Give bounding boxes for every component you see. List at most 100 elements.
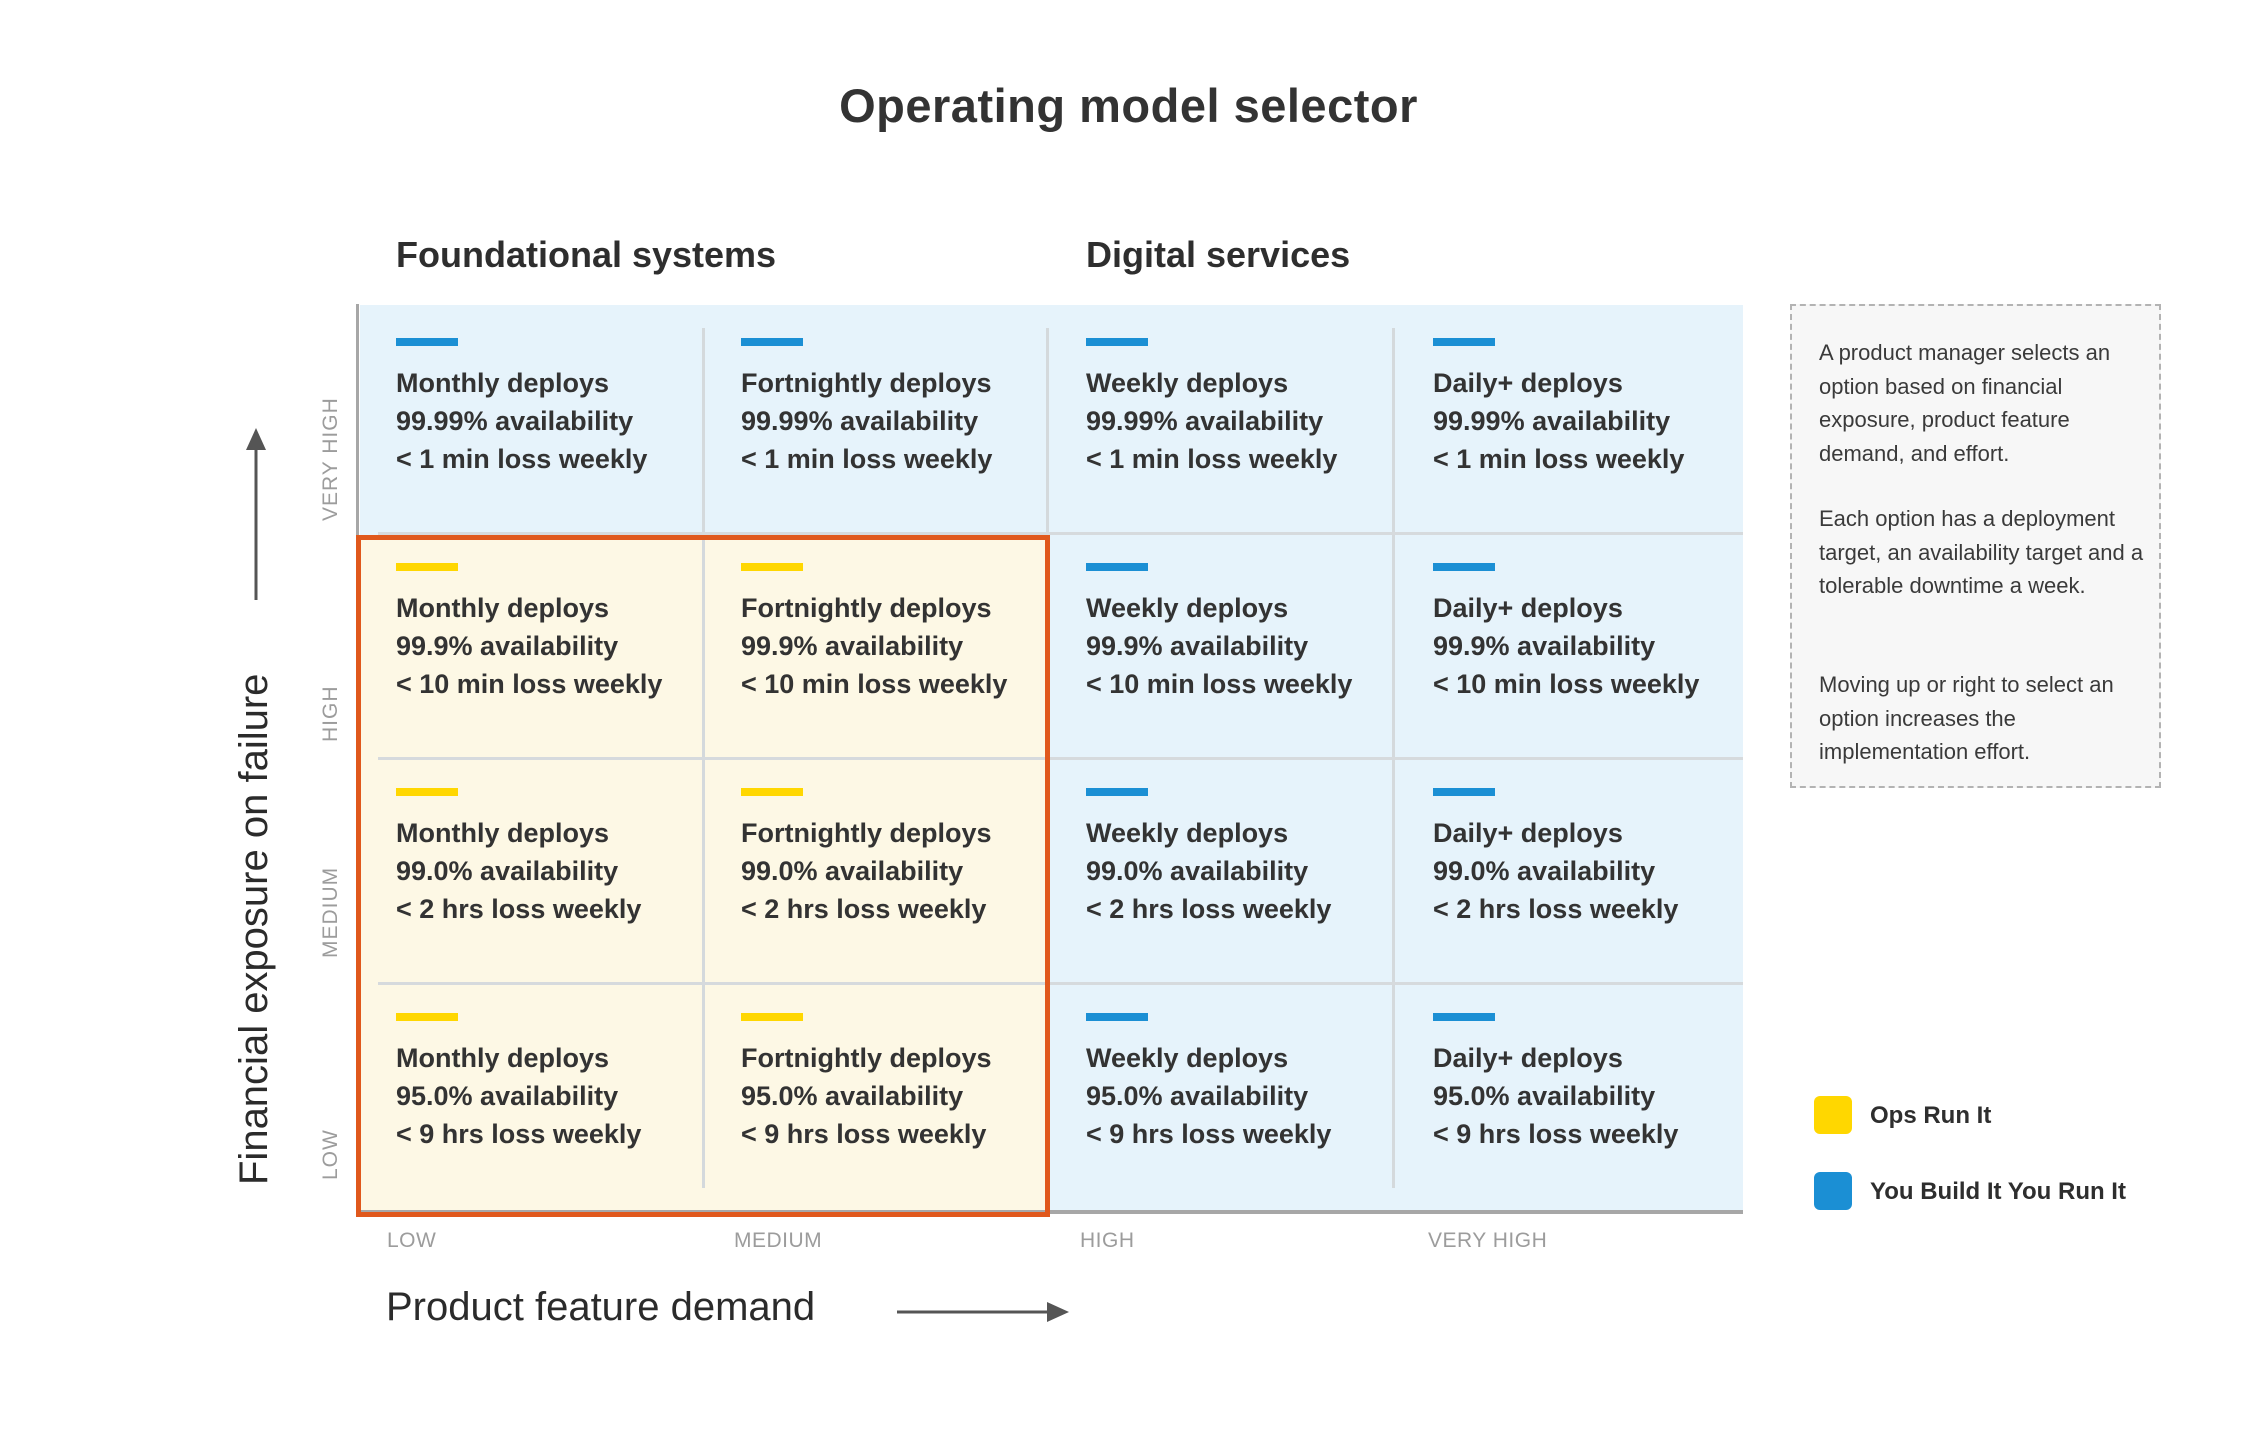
deploy-frequency: Fortnightly deploys bbox=[741, 818, 992, 848]
availability-target: 99.99% availability bbox=[741, 406, 979, 436]
operating-model-marker bbox=[396, 563, 458, 571]
operating-model-marker bbox=[1433, 788, 1495, 796]
deploy-frequency: Daily+ deploys bbox=[1433, 368, 1623, 398]
option-cell[interactable]: Daily+ deploys 99.9% availability < 10 min… bbox=[1433, 563, 1763, 763]
selection-highlight bbox=[356, 535, 1050, 1217]
operating-model-marker bbox=[741, 1013, 803, 1021]
y-level-label: MEDIUM bbox=[319, 866, 342, 958]
x-level-label: LOW bbox=[387, 1229, 437, 1252]
note-paragraph: Moving up or right to select an option i… bbox=[1819, 672, 2114, 764]
operating-model-marker bbox=[741, 788, 803, 796]
explanation-note: A product manager selects an option base… bbox=[1790, 304, 2161, 788]
availability-target: 99.9% availability bbox=[396, 631, 619, 661]
option-cell[interactable]: Fortnightly deploys 95.0% availability < 9… bbox=[741, 1013, 1071, 1213]
y-level-label: VERY HIGH bbox=[319, 397, 342, 521]
x-level-label: HIGH bbox=[1080, 1229, 1135, 1252]
weekly-loss: < 9 hrs loss weekly bbox=[396, 1119, 642, 1149]
weekly-loss: < 10 min loss weekly bbox=[1433, 669, 1700, 699]
option-cell[interactable]: Daily+ deploys 99.99% availability < 1 min… bbox=[1433, 338, 1763, 538]
availability-target: 95.0% availability bbox=[1086, 1081, 1309, 1111]
operating-model-marker bbox=[1433, 338, 1495, 346]
availability-target: 95.0% availability bbox=[396, 1081, 619, 1111]
legend-label-ops-run-it: Ops Run It bbox=[1870, 1102, 1992, 1129]
operating-model-marker bbox=[1086, 1013, 1148, 1021]
deploy-frequency: Fortnightly deploys bbox=[741, 368, 992, 398]
weekly-loss: < 10 min loss weekly bbox=[396, 669, 663, 699]
legend-swatch-ops-run-it bbox=[1814, 1096, 1852, 1134]
operating-model-marker bbox=[396, 788, 458, 796]
x-level-label: MEDIUM bbox=[734, 1229, 823, 1252]
legend-swatch-you-build-it bbox=[1814, 1172, 1852, 1210]
y-level-label: HIGH bbox=[319, 685, 342, 743]
weekly-loss: < 9 hrs loss weekly bbox=[1433, 1119, 1679, 1149]
operating-model-marker bbox=[741, 563, 803, 571]
weekly-loss: < 9 hrs loss weekly bbox=[741, 1119, 987, 1149]
option-cell[interactable]: Weekly deploys 99.0% availability < 2 hrs … bbox=[1086, 788, 1416, 988]
option-cell[interactable]: Daily+ deploys 95.0% availability < 9 hrs … bbox=[1433, 1013, 1763, 1213]
group-heading-foundational: Foundational systems bbox=[396, 234, 777, 275]
availability-target: 99.0% availability bbox=[396, 856, 619, 886]
y-level-label: LOW bbox=[319, 1129, 342, 1180]
x-axis-title: Product feature demand bbox=[386, 1285, 816, 1329]
y-axis-arrow-icon bbox=[246, 428, 266, 600]
option-cell[interactable]: Monthly deploys 95.0% availability < 9 hrs… bbox=[396, 1013, 726, 1213]
weekly-loss: < 10 min loss weekly bbox=[1086, 669, 1353, 699]
grid-divider bbox=[378, 532, 1743, 535]
weekly-loss: < 2 hrs loss weekly bbox=[1086, 894, 1332, 924]
deploy-frequency: Monthly deploys bbox=[396, 1043, 610, 1073]
option-cell[interactable]: Fortnightly deploys 99.99% availability < … bbox=[741, 338, 1071, 538]
weekly-loss: < 9 hrs loss weekly bbox=[1086, 1119, 1332, 1149]
option-cell[interactable]: Monthly deploys 99.99% availability < 1 mi… bbox=[396, 338, 726, 538]
operating-model-marker bbox=[396, 1013, 458, 1021]
option-cell[interactable]: Fortnightly deploys 99.0% availability < 2… bbox=[741, 788, 1071, 988]
option-cell[interactable]: Monthly deploys 99.9% availability < 10 mi… bbox=[396, 563, 726, 763]
availability-target: 99.99% availability bbox=[1433, 406, 1671, 436]
note-paragraph: A product manager selects an option base… bbox=[1819, 340, 2111, 466]
deploy-frequency: Daily+ deploys bbox=[1433, 818, 1623, 848]
availability-target: 99.99% availability bbox=[396, 406, 634, 436]
operating-model-marker bbox=[1086, 563, 1148, 571]
x-level-label: VERY HIGH bbox=[1428, 1229, 1548, 1252]
deploy-frequency: Fortnightly deploys bbox=[741, 593, 992, 623]
availability-target: 99.9% availability bbox=[741, 631, 964, 661]
operating-model-marker bbox=[1433, 1013, 1495, 1021]
operating-model-marker bbox=[741, 338, 803, 346]
weekly-loss: < 2 hrs loss weekly bbox=[1433, 894, 1679, 924]
deploy-frequency: Weekly deploys bbox=[1086, 368, 1289, 398]
weekly-loss: < 1 min loss weekly bbox=[741, 444, 993, 474]
deploy-frequency: Weekly deploys bbox=[1086, 593, 1289, 623]
chart-title: Operating model selector bbox=[839, 79, 1418, 132]
weekly-loss: < 2 hrs loss weekly bbox=[741, 894, 987, 924]
availability-target: 99.0% availability bbox=[741, 856, 964, 886]
option-cell[interactable]: Weekly deploys 99.9% availability < 10 min… bbox=[1086, 563, 1416, 763]
availability-target: 99.0% availability bbox=[1086, 856, 1309, 886]
deploy-frequency: Fortnightly deploys bbox=[741, 1043, 992, 1073]
grid-divider bbox=[378, 982, 1743, 985]
availability-target: 99.9% availability bbox=[1433, 631, 1656, 661]
y-axis-title: Financial exposure on failure bbox=[232, 673, 276, 1185]
weekly-loss: < 1 min loss weekly bbox=[1433, 444, 1685, 474]
weekly-loss: < 10 min loss weekly bbox=[741, 669, 1008, 699]
deploy-frequency: Weekly deploys bbox=[1086, 818, 1289, 848]
operating-model-marker bbox=[396, 338, 458, 346]
option-cell[interactable]: Fortnightly deploys 99.9% availability < 1… bbox=[741, 563, 1071, 763]
deploy-frequency: Weekly deploys bbox=[1086, 1043, 1289, 1073]
availability-target: 95.0% availability bbox=[1433, 1081, 1656, 1111]
deploy-frequency: Daily+ deploys bbox=[1433, 593, 1623, 623]
operating-model-marker bbox=[1086, 788, 1148, 796]
weekly-loss: < 1 min loss weekly bbox=[1086, 444, 1338, 474]
operating-model-marker bbox=[1086, 338, 1148, 346]
legend-label-you-build-it: You Build It You Run It bbox=[1870, 1178, 2126, 1205]
deploy-frequency: Monthly deploys bbox=[396, 368, 610, 398]
deploy-frequency: Daily+ deploys bbox=[1433, 1043, 1623, 1073]
x-axis-arrow-icon bbox=[897, 1302, 1069, 1322]
option-cell[interactable]: Weekly deploys 95.0% availability < 9 hrs … bbox=[1086, 1013, 1416, 1213]
availability-target: 95.0% availability bbox=[741, 1081, 964, 1111]
weekly-loss: < 1 min loss weekly bbox=[396, 444, 648, 474]
availability-target: 99.9% availability bbox=[1086, 631, 1309, 661]
deploy-frequency: Monthly deploys bbox=[396, 818, 610, 848]
deploy-frequency: Monthly deploys bbox=[396, 593, 610, 623]
